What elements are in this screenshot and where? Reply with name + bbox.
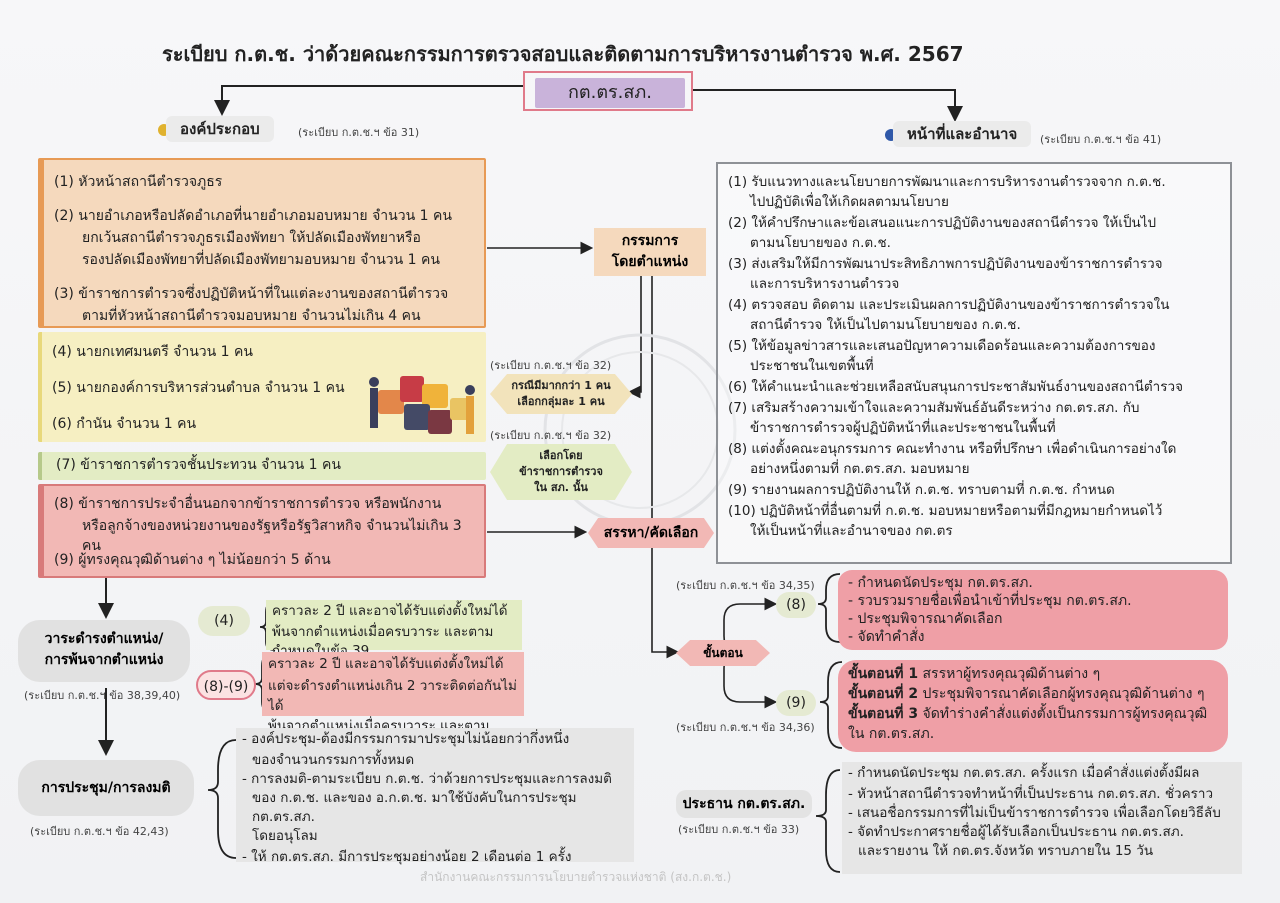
- duty-item-line: สถานีตำรวจ ให้เป็นไปตามนโยบายของ ก.ต.ช.: [750, 317, 1021, 333]
- member-item-line: หรือลูกจ้างของหน่วยงานของรัฐหรือรัฐวิสาห…: [82, 518, 462, 554]
- member-item-line: ตามที่หัวหน้าสถานีตำรวจมอบหมาย จำนวนไม่เ…: [82, 308, 421, 324]
- member-item: (3) ข้าราชการตำรวจซึ่งปฏิบัติหน้าที่ในแต…: [54, 286, 449, 302]
- hex2-ref: (ระเบียบ ก.ต.ช.ฯ ข้อ 32): [490, 429, 612, 442]
- term-ref: (ระเบียบ ก.ต.ช.ฯ ข้อ 38,39,40): [24, 689, 181, 702]
- duty-item: (3) ส่งเสริมให้มีการพัฒนาประสิทธิภาพการป…: [728, 256, 1163, 272]
- duty-item: (6) ให้คำแนะนำและช่วยเหลือสนับสนุนการประ…: [728, 379, 1183, 395]
- term-node: วาระดำรงตำแหน่ง/การพ้นจากตำแหน่ง: [18, 620, 190, 682]
- duty-item: (2) ให้คำปรึกษาและข้อเสนอแนะการปฏิบัติงา…: [728, 215, 1157, 231]
- top-node-frame: [523, 71, 693, 111]
- duty-item: (10) ปฏิบัติหน้าที่อื่นตามที่ ก.ต.ช. มอบ…: [728, 503, 1163, 519]
- meeting-ref: (ระเบียบ ก.ต.ช.ฯ ข้อ 42,43): [30, 825, 169, 838]
- duty-item: (1) รับแนวทางและนโยบายการพัฒนาและการบริห…: [728, 174, 1166, 190]
- duty-item: (5) ให้ข้อมูลข่าวสารและเสนอปัญหาความเดือ…: [728, 338, 1156, 354]
- duty-item-line: ตามนโยบายของ ก.ต.ช.: [750, 235, 891, 251]
- term-group-4-label: (4): [198, 606, 250, 636]
- duty-item-line: ให้เป็นหน้าที่และอำนาจของ กต.ตร: [750, 523, 953, 539]
- member-item: (4) นายกเทศมนตรี จำนวน 1 คน: [52, 344, 253, 360]
- composition-header: องค์ประกอบ: [166, 116, 274, 142]
- duty-item-line: ไปปฏิบัติเพื่อให้เกิดผลตามนโยบาย: [750, 194, 949, 210]
- duty-item-line: และการบริหารงานตำรวจ: [750, 276, 900, 292]
- chairman-title: ประธาน กต.ตร.สภ.: [676, 790, 812, 818]
- duty-item: (9) รายงานผลการปฏิบัติงานให้ ก.ต.ช. ทราบ…: [728, 482, 1115, 498]
- puzzle-illustration-icon: [369, 376, 475, 434]
- term-group-8-9-box: คราวละ 2 ปี และอาจได้รับแต่งตั้งใหม่ได้ …: [262, 652, 524, 754]
- composition-group-police-ranks: (7) ข้าราชการตำรวจชั้นประทวน จำนวน 1 คน: [38, 452, 486, 480]
- member-item: (9) ผู้ทรงคุณวุฒิด้านต่าง ๆ ไม่น้อยกว่า …: [54, 552, 331, 568]
- chairman-duties-box: - กำหนดนัดประชุม กต.ตร.สภ. ครั้งแรก เมื่…: [842, 762, 1242, 874]
- hex-elected-by-police: เลือกโดยข้าราชการตำรวจใน สภ. นั้น: [490, 444, 632, 500]
- duties-list: (1) รับแนวทางและนโยบายการพัฒนาและการบริห…: [716, 162, 1232, 564]
- member-item: (5) นายกองค์การบริหารส่วนตำบล จำนวน 1 คน: [52, 380, 345, 396]
- top-node-label: กต.ตร.สภ.: [535, 78, 685, 108]
- duty-item-line: อย่างหนึ่งตามที่ กต.ตร.สภ. มอบหมาย: [750, 461, 970, 477]
- ex-officio-node: กรรมการโดยตำแหน่ง: [594, 228, 706, 276]
- member-item: (8) ข้าราชการประจำอื่นนอกจากข้าราชการตำร…: [54, 496, 442, 512]
- procedure-8-box: - กำหนดนัดประชุม กต.ตร.สภ. - รวบรวมรายชื…: [838, 570, 1228, 650]
- hex-select-one-per-group: กรณีมีมากกว่า 1 คนเลือกกลุ่มละ 1 คน: [490, 374, 632, 414]
- duties-header: หน้าที่และอำนาจ: [893, 121, 1032, 147]
- page-title: ระเบียบ ก.ต.ช. ว่าด้วยคณะกรรมการตรวจสอบแ…: [162, 42, 964, 66]
- procedure-8-ref: (ระเบียบ ก.ต.ช.ฯ ข้อ 34,35): [676, 579, 815, 592]
- member-item: (1) หัวหน้าสถานีตำรวจภูธร: [54, 174, 223, 190]
- meeting-node: การประชุม/การลงมติ: [18, 760, 194, 816]
- procedure-9-ref: (ระเบียบ ก.ต.ช.ฯ ข้อ 34,36): [676, 721, 815, 734]
- composition-group-experts: (8) ข้าราชการประจำอื่นนอกจากข้าราชการตำร…: [38, 484, 486, 578]
- member-item-line: รองปลัดเมืองพัทยาที่ปลัดเมืองพัทยามอบหมา…: [82, 252, 440, 268]
- composition-group-ex-officio: (1) หัวหน้าสถานีตำรวจภูธร (2) นายอำเภอหร…: [38, 158, 486, 328]
- procedure-9-label: (9): [776, 690, 816, 716]
- duty-item: (4) ตรวจสอบ ติดตาม และประเมินผลการปฏิบัต…: [728, 297, 1170, 313]
- chairman-ref: (ระเบียบ ก.ต.ช.ฯ ข้อ 33): [678, 823, 800, 836]
- meeting-rules-box: - องค์ประชุม-ต้องมีกรรมการมาประชุมไม่น้อ…: [236, 728, 634, 865]
- composition-ref: (ระเบียบ ก.ต.ช.ฯ ข้อ 31): [298, 126, 420, 139]
- duty-item: (8) แต่งตั้งคณะอนุกรรมการ คณะทำงาน หรือท…: [728, 441, 1177, 457]
- hex1-ref: (ระเบียบ ก.ต.ช.ฯ ข้อ 32): [490, 359, 612, 372]
- member-item: (7) ข้าราชการตำรวจชั้นประทวน จำนวน 1 คน: [56, 457, 341, 473]
- recruit-select-node: สรรหา/คัดเลือก: [588, 518, 714, 548]
- footer-credit: สำนักงานคณะกรรมการนโยบายตำรวจแห่งชาติ (ส…: [420, 870, 732, 884]
- duty-item-line: ประชาชนในเขตพื้นที่: [750, 358, 874, 374]
- duty-item-line: ข้าราชการตำรวจผู้ปฏิบัติหน้าที่และประชาช…: [750, 420, 1056, 436]
- procedure-9-box: ขั้นตอนที่ 1 สรรหาผู้ทรงคุณวุฒิด้านต่าง …: [838, 660, 1228, 752]
- procedure-node: ขั้นตอน: [676, 640, 770, 666]
- member-item: (2) นายอำเภอหรือปลัดอำเภอที่นายอำเภอมอบห…: [54, 208, 452, 224]
- member-item: (6) กำนัน จำนวน 1 คน: [52, 416, 197, 432]
- term-group-4-box: คราวละ 2 ปี และอาจได้รับแต่งตั้งใหม่ได้ …: [266, 600, 522, 659]
- member-item-line: ยกเว้นสถานีตำรวจภูธรเมืองพัทยา ให้ปลัดเม…: [82, 230, 421, 246]
- procedure-8-label: (8): [776, 592, 816, 618]
- duty-item: (7) เสริมสร้างความเข้าใจและความสัมพันธ์อ…: [728, 400, 1140, 416]
- term-group-8-9-label: (8)-(9): [196, 670, 256, 700]
- duties-ref: (ระเบียบ ก.ต.ช.ฯ ข้อ 41): [1040, 133, 1162, 146]
